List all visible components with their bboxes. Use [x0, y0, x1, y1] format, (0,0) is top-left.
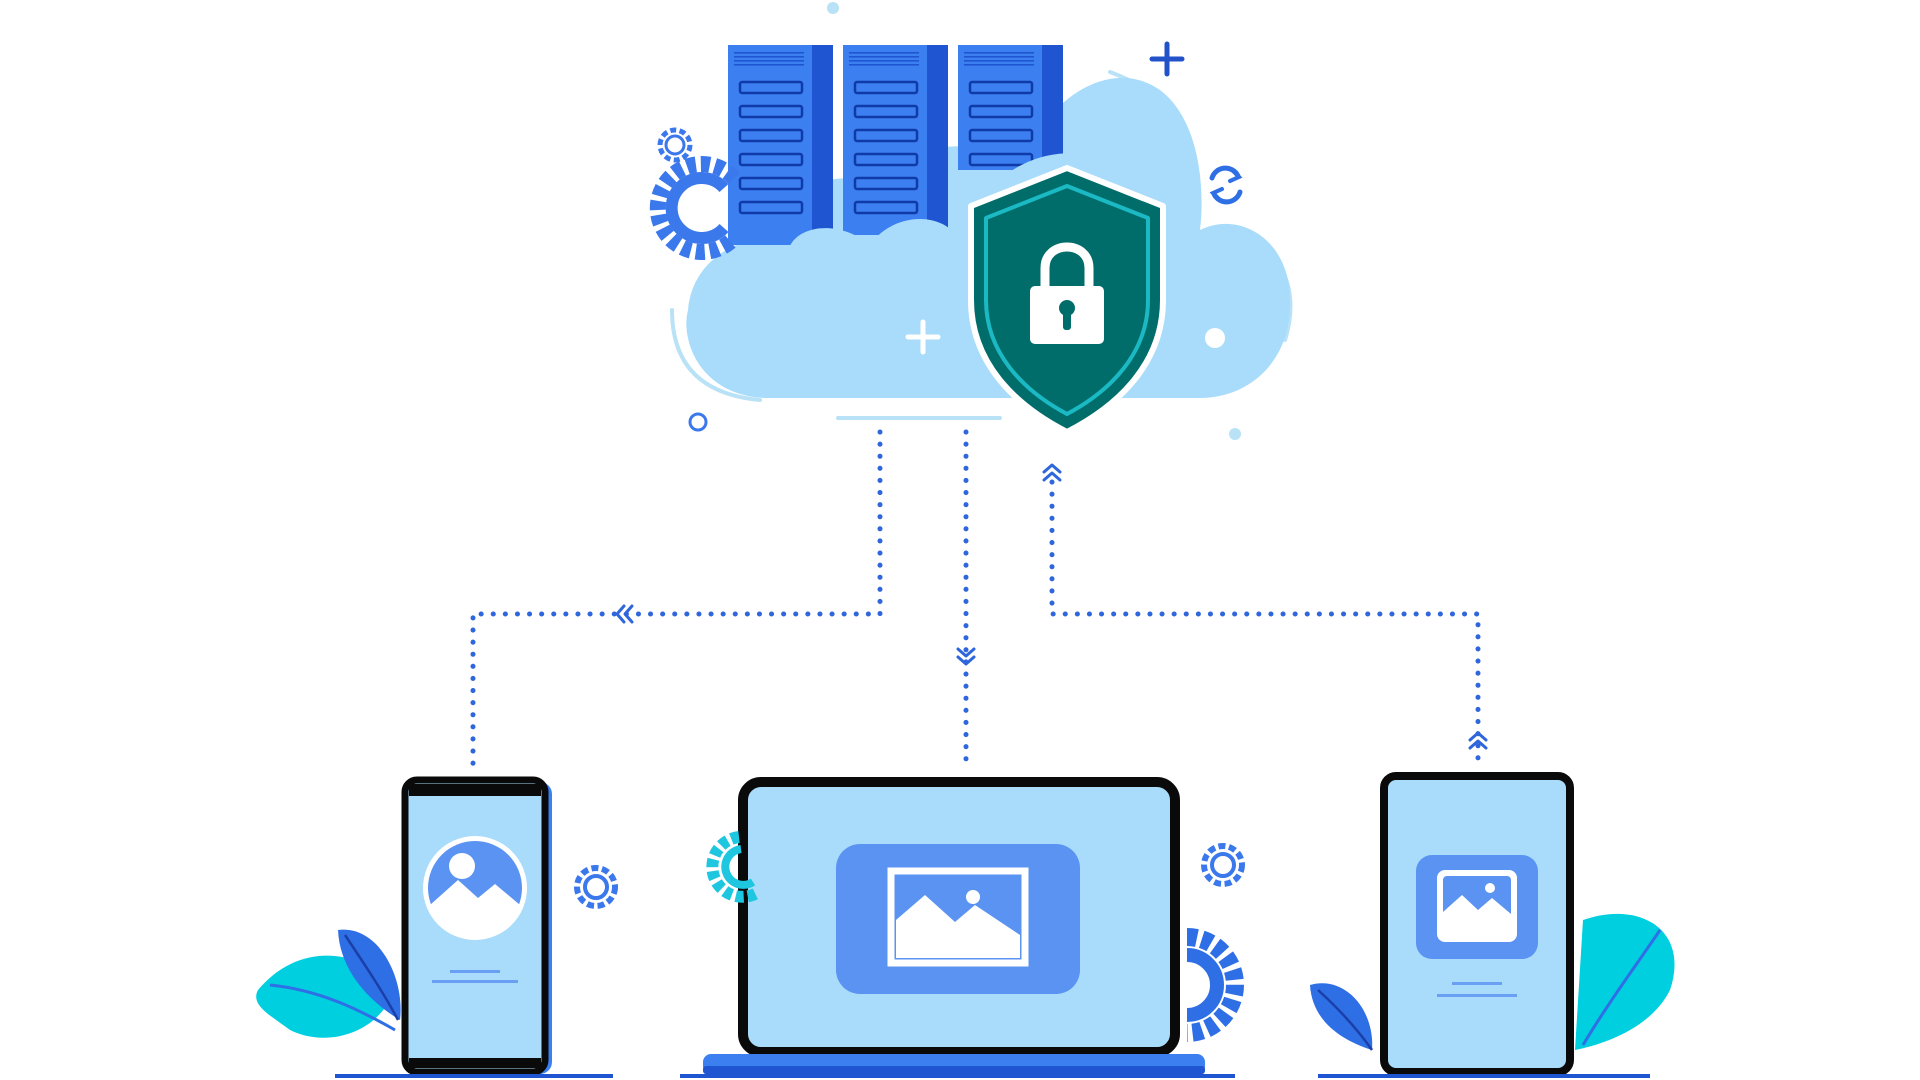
- chevron-double-left-icon: [615, 604, 634, 624]
- connector-tablet-to-cloud: [1049, 479, 1481, 763]
- laptop-icon[interactable]: [703, 777, 1205, 1074]
- text-line-placeholder: [432, 980, 518, 983]
- plus-icon: [905, 319, 941, 355]
- gear-icon: [1201, 843, 1245, 887]
- server-rack-icon: [958, 45, 1063, 170]
- connectors: [470, 429, 1481, 771]
- leaf-icon: [1310, 983, 1374, 1051]
- chevron-double-up-icon: [1042, 463, 1062, 482]
- server-rack-icon: [843, 45, 948, 235]
- cloud: [670, 45, 1293, 435]
- server-rack-icon: [728, 45, 833, 245]
- gear-icon: [574, 865, 618, 909]
- chevron-double-down-icon: [956, 647, 976, 666]
- leaf-icon: [1575, 913, 1675, 1050]
- dot-decoration: [1229, 428, 1241, 440]
- gear-icon: [706, 831, 760, 903]
- gear-icon: [657, 127, 693, 163]
- sync-icon: [1209, 165, 1243, 205]
- lock-icon: [1030, 242, 1104, 344]
- dot-decoration: [827, 2, 839, 14]
- chevron-double-up-icon: [1468, 731, 1488, 750]
- dot-decoration: [688, 412, 708, 432]
- text-line-placeholder: [1437, 994, 1517, 997]
- dot-decoration: [1205, 328, 1225, 348]
- shield-lock-icon: [968, 165, 1166, 435]
- plus-icon: [1149, 41, 1185, 77]
- ground-line: [1318, 1074, 1650, 1078]
- text-line-placeholder: [450, 970, 500, 973]
- connector-cloud-to-phone: [470, 429, 883, 771]
- image-icon: [836, 844, 1080, 994]
- tablet-icon[interactable]: [1380, 772, 1574, 1076]
- ground-line: [680, 1074, 1235, 1078]
- smartphone-icon[interactable]: [401, 776, 552, 1076]
- leaf-icon: [338, 929, 401, 1021]
- text-line-placeholder: [1452, 982, 1502, 985]
- ground-line: [335, 1074, 613, 1078]
- gear-icon: [649, 156, 740, 260]
- gear-icon: [1186, 928, 1244, 1042]
- image-icon: [423, 836, 527, 940]
- image-icon: [1416, 855, 1538, 959]
